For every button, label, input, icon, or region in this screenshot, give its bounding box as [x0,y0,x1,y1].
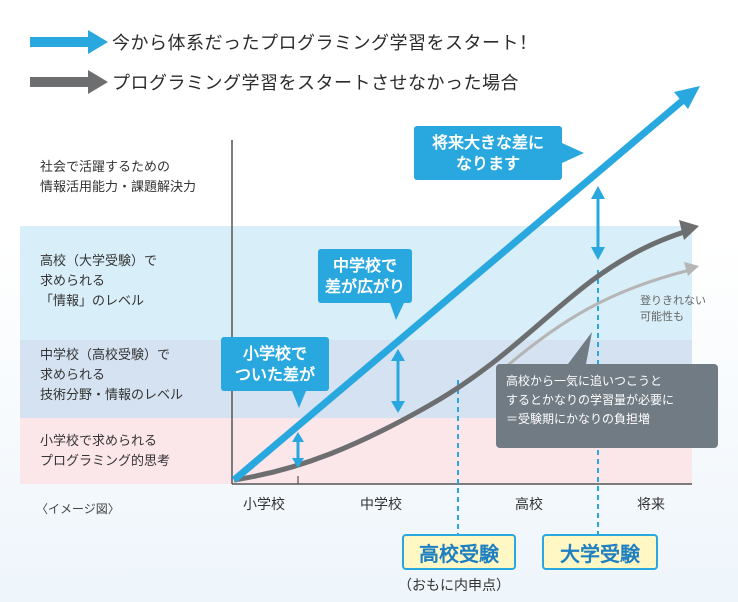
note-box [496,332,718,448]
side-note: 登りきれない 可能性も [640,294,706,323]
line-study [231,93,691,483]
x-label-future: 将来 [637,497,665,513]
callout-elementary-bubble [221,337,329,408]
high-school-exam-badge: 高校受験 [402,534,516,570]
legend-arrow-no-study [30,70,108,94]
legend-study-label: 今から体系だったプログラミング学習をスタート！ [112,33,538,54]
x-label-elementary: 小学校 [243,497,285,513]
arrowhead-study [674,86,700,109]
band-label-junior-high: 中学校（高校受験）で 求められる 技術分野・情報のレベル [40,348,184,403]
image-caption: 〈イメージ図〉 [36,502,120,516]
line-no-study [233,229,685,483]
callout-junior-high: 中学校で 差が広がり [324,256,405,296]
x-label-junior-high: 中学校 [360,497,402,513]
band-label-high-school: 高校（大学受験）で 求められる 「情報」のレベル [40,254,158,309]
x-label-high-school: 高校 [515,497,543,513]
high-school-exam-label: 高校受験 [419,541,499,566]
line-late-start [499,268,691,374]
band-label-elementary: 小学校で求められる プログラミング的思考 [40,434,171,469]
callout-elementary: 小学校で ついた差が [234,344,315,384]
arrowhead-no-study [679,220,699,240]
note-text: 高校から一気に追いつこうと するとかなりの学習量が必要に ＝受験期にかなりの負担… [506,374,675,426]
legend-no-study: プログラミング学習をスタートさせなかった場合 [100,67,519,97]
arrowhead-late-start [684,262,699,276]
legend-no-study-label: プログラミング学習をスタートさせなかった場合 [112,73,519,94]
gap-arrow-junior-high [391,349,405,413]
high-school-exam-sub: （おもに内申点） [398,578,510,594]
band-label-society: 社会で活躍するための 情報活用能力・課題解決力 [40,160,197,195]
legend-arrow-study [30,30,108,54]
callout-future-bubble [414,126,584,180]
university-exam-label: 大学受験 [560,541,640,566]
gap-arrow-elementary [292,432,304,468]
callout-future: 将来大きな差に なります [431,133,544,173]
legend-study: 今から体系だったプログラミング学習をスタート！ [100,27,538,57]
callout-junior-high-bubble [318,249,412,320]
gap-arrow-future [591,186,605,260]
university-exam-badge: 大学受験 [542,534,658,570]
